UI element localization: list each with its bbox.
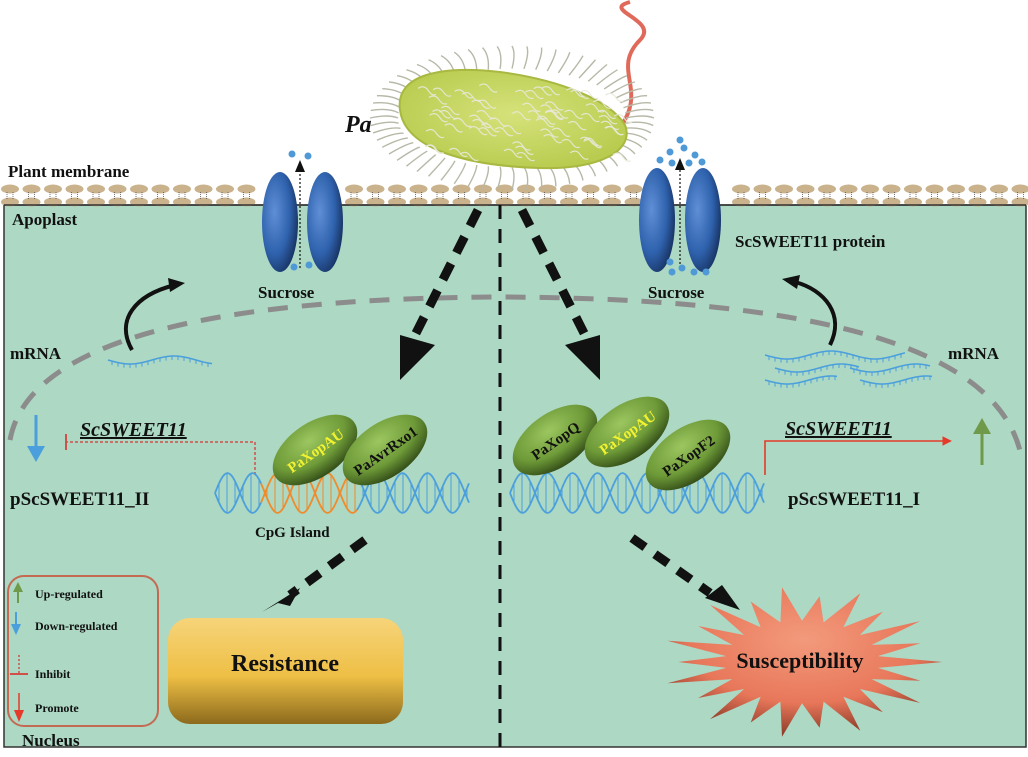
- lipid: [431, 185, 449, 207]
- lipid: [625, 185, 643, 207]
- promoter-label-left: pScSWEET11_II: [10, 489, 149, 510]
- sucrose-dot: [667, 149, 674, 156]
- transporter-subunit: [307, 172, 343, 272]
- lipid: [861, 185, 879, 207]
- lipid: [87, 185, 105, 207]
- plant-membrane-label: Plant membrane: [8, 162, 130, 181]
- lipid: [990, 185, 1008, 207]
- sucrose-label-right: Sucrose: [648, 283, 705, 302]
- promoter-label-right: pScSWEET11_I: [788, 489, 920, 510]
- lipid: [388, 185, 406, 207]
- apoplast-label: Apoplast: [12, 210, 78, 229]
- lipid: [840, 185, 858, 207]
- sweet11-transporter-right: [639, 137, 721, 276]
- lipid: [904, 185, 922, 207]
- sucrose-dot: [703, 269, 710, 276]
- sucrose-dot: [657, 157, 664, 164]
- lipid: [173, 185, 191, 207]
- sucrose-label-left: Sucrose: [258, 283, 315, 302]
- plant-membrane: [1, 185, 1028, 207]
- lipid: [732, 185, 750, 207]
- lipid: [130, 185, 148, 207]
- sucrose-dot: [305, 153, 312, 160]
- nucleus-label: Nucleus: [22, 731, 80, 750]
- pa-bacterium: [370, 2, 654, 190]
- lipid: [216, 185, 234, 207]
- lipid: [582, 185, 600, 207]
- lipid: [238, 185, 256, 207]
- lipid: [883, 185, 901, 207]
- lipid: [152, 185, 170, 207]
- resistance-outcome: Resistance: [168, 618, 403, 724]
- mrna-label-right: mRNA: [948, 344, 1000, 363]
- lipid: [560, 185, 578, 207]
- sucrose-dot: [669, 269, 676, 276]
- lipid: [195, 185, 213, 207]
- lipid: [969, 185, 987, 207]
- arrow-head-icon: [295, 160, 305, 172]
- gene-label-right: ScSWEET11: [785, 418, 892, 440]
- legend-label: Down-regulated: [35, 619, 118, 633]
- lipid: [1, 185, 19, 207]
- lipid: [66, 185, 84, 207]
- sucrose-dot: [699, 159, 706, 166]
- transporter-subunit: [685, 168, 721, 272]
- lipid: [410, 185, 428, 207]
- mrna-label-left: mRNA: [10, 344, 62, 363]
- lipid: [818, 185, 836, 207]
- sucrose-dot: [677, 137, 684, 144]
- sucrose-dot: [681, 145, 688, 152]
- lipid: [109, 185, 127, 207]
- lipid: [797, 185, 815, 207]
- lipid: [603, 185, 621, 207]
- legend-label: Up-regulated: [35, 587, 103, 601]
- sucrose-dot: [669, 160, 676, 167]
- transporter-subunit: [639, 168, 675, 272]
- lipid: [775, 185, 793, 207]
- lipid: [947, 185, 965, 207]
- sucrose-dot: [291, 264, 298, 271]
- gene-label-left: ScSWEET11: [80, 419, 187, 441]
- lipid: [367, 185, 385, 207]
- sucrose-dot: [667, 259, 674, 266]
- arrow-head-icon: [675, 158, 685, 170]
- lipid: [754, 185, 772, 207]
- sucrose-dot: [306, 262, 313, 269]
- pathogen-label: Pa: [344, 112, 372, 138]
- transporter-subunit: [262, 172, 298, 272]
- sucrose-dot: [679, 265, 686, 272]
- lipid: [517, 185, 535, 207]
- cpg-island-label: CpG Island: [255, 525, 330, 541]
- lipid: [926, 185, 944, 207]
- legend-label: Promote: [35, 701, 79, 715]
- protein-label: ScSWEET11 protein: [735, 232, 886, 251]
- susceptibility-label: Susceptibility: [736, 648, 863, 673]
- sucrose-dot: [686, 160, 693, 167]
- lipid: [44, 185, 62, 207]
- sucrose-dot: [692, 152, 699, 159]
- lipid: [453, 185, 471, 207]
- sucrose-dot: [289, 151, 296, 158]
- resistance-label: Resistance: [231, 651, 339, 677]
- legend-label: Inhibit: [35, 667, 70, 681]
- lipid: [345, 185, 363, 207]
- lipid: [1012, 185, 1028, 207]
- lipid: [23, 185, 41, 207]
- sucrose-dot: [691, 269, 698, 276]
